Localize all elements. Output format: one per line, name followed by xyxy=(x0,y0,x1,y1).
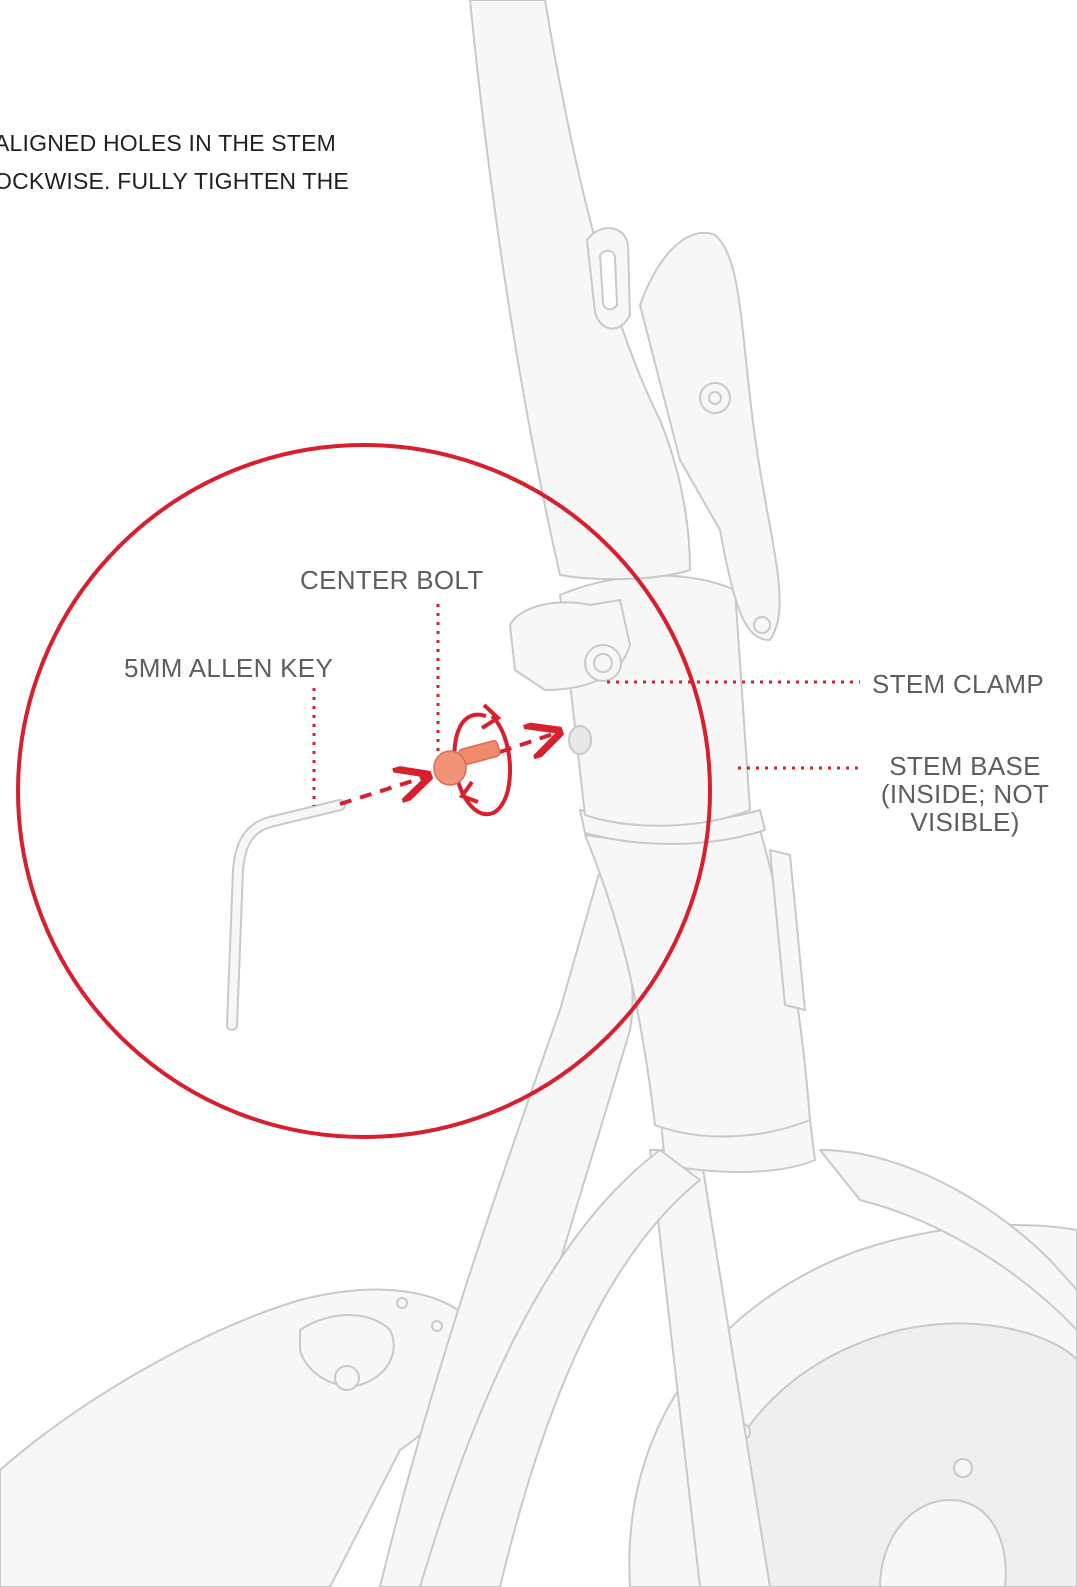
center-bolt-hole xyxy=(569,726,591,754)
latch-end-bolt xyxy=(754,617,770,633)
stem-base-label-line-2: (INSIDE; NOT xyxy=(870,780,1060,808)
deck-bolt-2 xyxy=(432,1321,442,1331)
hub-bolt-2 xyxy=(954,1459,972,1477)
instruction-line-2: OCKWISE. FULLY TIGHTEN THE xyxy=(0,162,414,200)
stem-clamp-label: STEM CLAMP xyxy=(872,669,1044,700)
stem-base-label: STEM BASE (INSIDE; NOT VISIBLE) xyxy=(870,752,1060,836)
instruction-text: ALIGNED HOLES IN THE STEM OCKWISE. FULLY… xyxy=(0,124,414,200)
instruction-line-1: ALIGNED HOLES IN THE STEM xyxy=(0,124,414,162)
deck-knob xyxy=(335,1366,359,1390)
stem-slot-inner xyxy=(600,251,617,310)
stem-base-label-line-1: STEM BASE xyxy=(870,752,1060,780)
clamp-bolt-inner xyxy=(594,654,612,672)
key-to-bolt-arrow xyxy=(340,777,425,804)
center-bolt xyxy=(434,740,501,785)
deck-bolt-1 xyxy=(397,1298,407,1308)
latch-pivot-inner xyxy=(709,392,721,404)
allen-key-label: 5MM ALLEN KEY xyxy=(124,653,333,684)
stem-base-label-line-3: VISIBLE) xyxy=(870,808,1060,836)
center-bolt-label: CENTER BOLT xyxy=(300,565,483,596)
